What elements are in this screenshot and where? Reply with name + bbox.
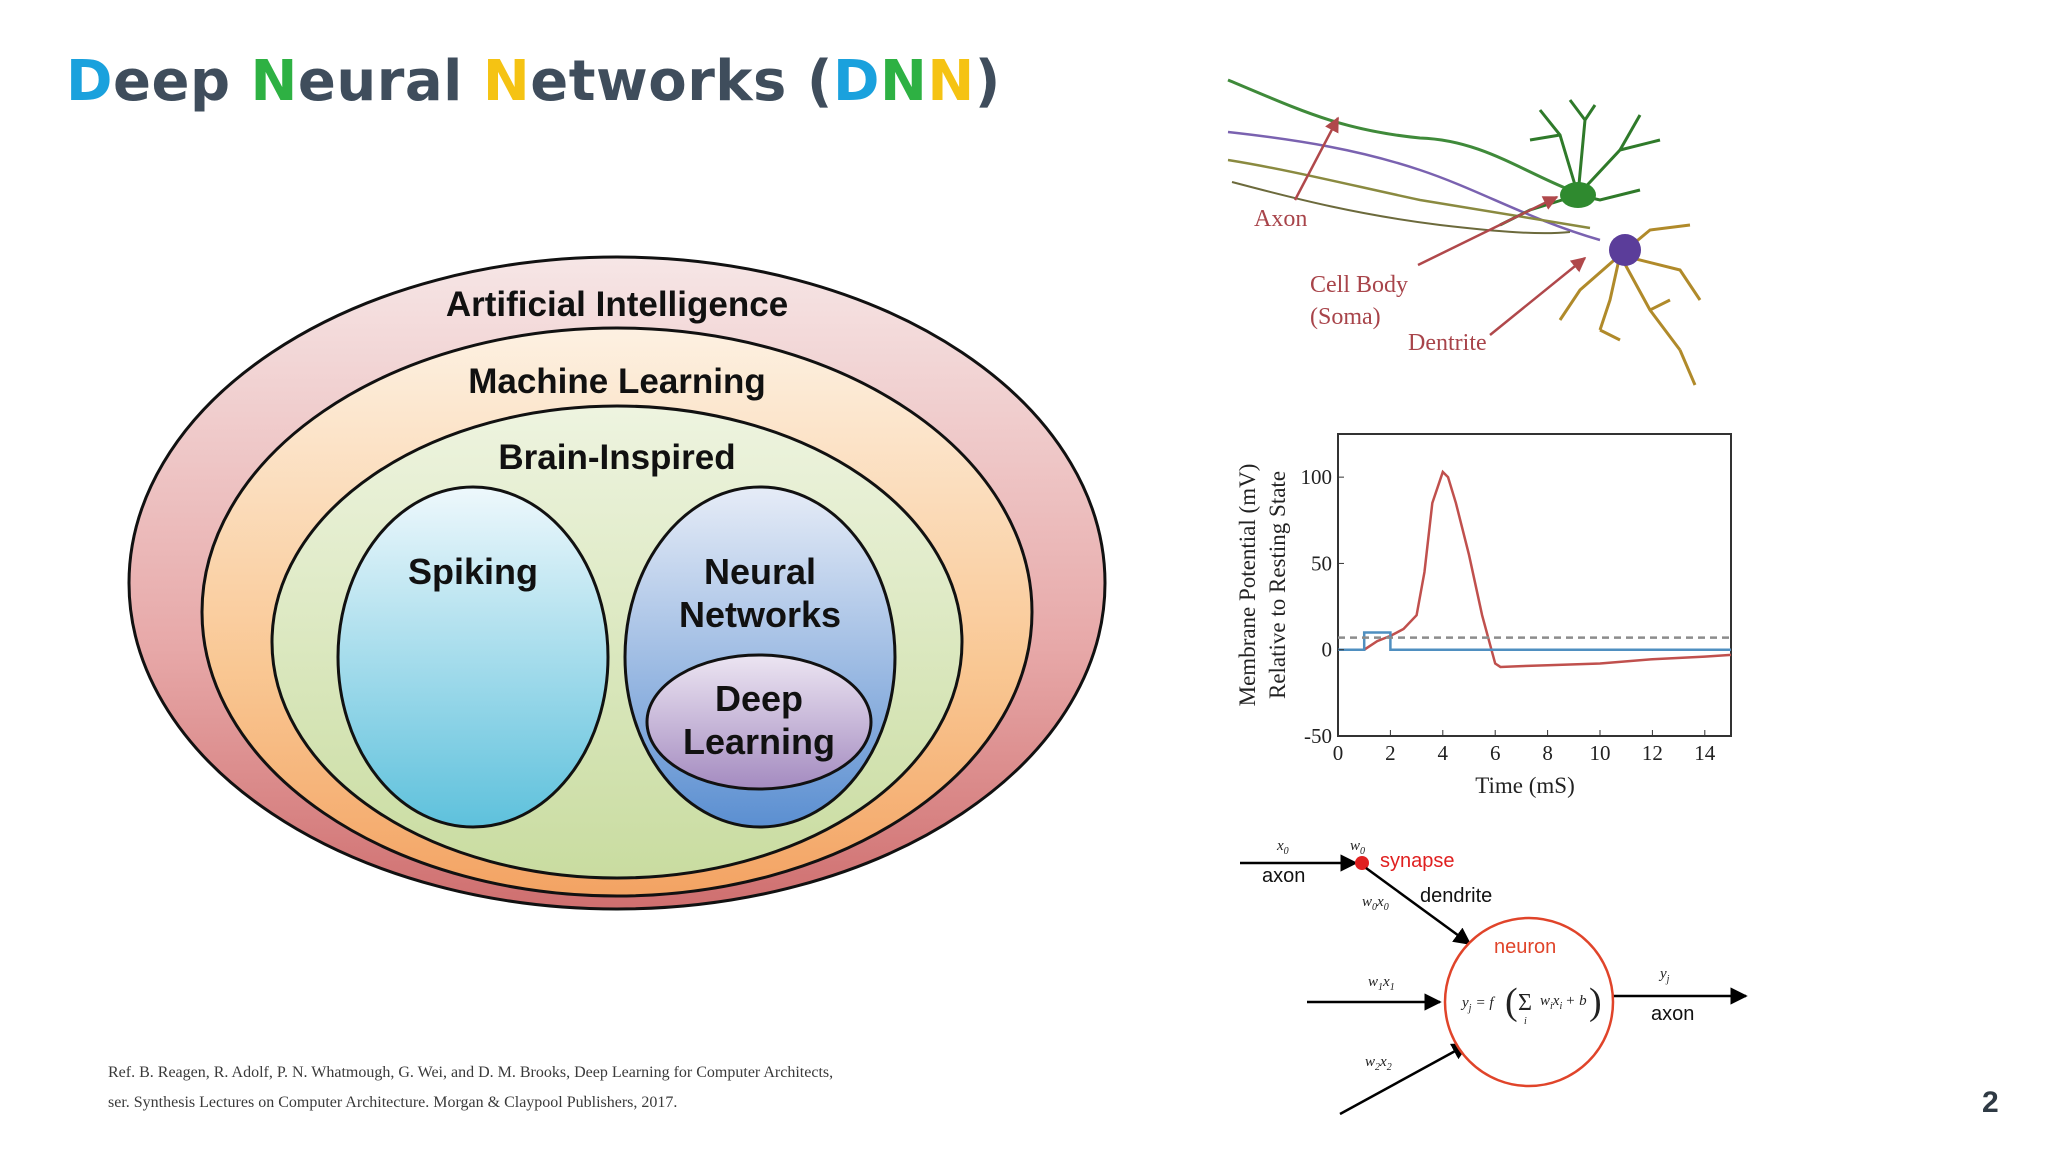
chart-series-group <box>1338 469 1732 669</box>
svg-text:wixi+ b: wixi+ b <box>1540 993 1587 1012</box>
brain-inspired-label: Brain-Inspired <box>498 438 735 477</box>
spiking-ellipse <box>336 485 610 829</box>
neuron-body-circle <box>1443 916 1615 1088</box>
deep-learning-label-line1: Deep <box>715 678 803 719</box>
dendrite-label-model: dendrite <box>1420 885 1492 907</box>
cell-body-label-line1: Cell Body <box>1310 272 1408 298</box>
title-word-eural: eural <box>297 49 483 114</box>
w1x1-label: w1x1 <box>1368 974 1395 993</box>
title-acronym-n2: N <box>927 49 975 114</box>
synapse-label: synapse <box>1380 850 1455 872</box>
title-close-paren: ) <box>974 49 1001 114</box>
activation-formula: yj= f ( Σ i wixi+ b ) <box>1460 981 1602 1027</box>
reference-line-2: ser. Synthesis Lectures on Computer Arch… <box>108 1094 678 1111</box>
chart-ytick-label-1: 50 <box>1311 551 1332 575</box>
artificial-neuron-model: x0 w0 w0x0 w1x1 w2x2 yj axon synapse den… <box>1240 838 1748 1116</box>
chart-ylabel-line2: Relative to Resting State <box>1265 471 1290 699</box>
dendrite-label: Dentrite <box>1408 330 1487 356</box>
chart-plot-frame <box>1337 433 1732 737</box>
chart-series-0 <box>1338 469 1732 669</box>
title-word-eep: eep <box>112 49 251 114</box>
formula-paren-left: ( <box>1505 981 1518 1023</box>
ai-venn-diagram: Artificial Intelligence Machine Learning… <box>127 255 1107 911</box>
biological-neuron-image: Axon Cell Body (Soma) Dentrite <box>1227 78 1702 386</box>
reference-citation: Ref. B. Reagen, R. Adolf, P. N. Whatmoug… <box>108 1058 833 1118</box>
axon-fiber-dark <box>1231 181 1571 235</box>
dendrite-pointer <box>1489 257 1587 336</box>
axon-fiber-green <box>1227 78 1571 192</box>
green-soma <box>1560 182 1596 208</box>
neural-networks-label-line2: Networks <box>679 594 841 635</box>
title-letter-d: D <box>66 49 113 114</box>
title-word-etworks: etworks ( <box>530 49 833 114</box>
chart-xtick-label-4: 8 <box>1542 741 1553 765</box>
chart-xtick-label-1: 2 <box>1385 741 1396 765</box>
w2x2-label: w2x2 <box>1365 1054 1392 1073</box>
yj-output-label: yj <box>1658 966 1670 985</box>
neuron-label: neuron <box>1494 936 1556 958</box>
chart-ylabel-line1: Membrane Potential (mV) <box>1235 464 1260 707</box>
purple-soma <box>1609 234 1641 266</box>
ai-label: Artificial Intelligence <box>446 285 788 324</box>
title-acronym-n1: N <box>879 49 928 114</box>
title-letter-n1: N <box>250 49 298 114</box>
synapse-dot <box>1355 856 1369 870</box>
chart-xtick-label-2: 4 <box>1438 741 1449 765</box>
w0x0-label: w0x0 <box>1362 894 1389 913</box>
chart-xtick-label-6: 12 <box>1642 741 1663 765</box>
chart-ytick-label-2: 0 <box>1322 638 1333 662</box>
page-number: 2 <box>1982 1086 1999 1119</box>
formula-sum: Σ <box>1518 990 1532 1016</box>
spiking-label: Spiking <box>408 551 538 592</box>
output-axon-label: axon <box>1651 1003 1694 1025</box>
ml-label: Machine Learning <box>468 362 766 401</box>
input-2-arrow <box>1339 1042 1470 1116</box>
chart-ytick-label-0: 100 <box>1301 465 1333 489</box>
title-acronym-d: D <box>832 49 880 114</box>
slide-title: Deep Neural Networks (DNN) <box>66 44 1001 120</box>
formula-index: i <box>1524 1016 1527 1027</box>
axon-pointer <box>1293 116 1340 201</box>
w0-label: w0 <box>1350 838 1365 857</box>
deep-learning-ellipse <box>645 653 873 791</box>
chart-xlabel: Time (mS) <box>1475 773 1574 798</box>
neural-networks-label-line1: Neural <box>704 551 816 592</box>
cell-body-label-line2: (Soma) <box>1310 304 1381 330</box>
chart-xtick-label-3: 6 <box>1490 741 1501 765</box>
chart-xtick-label-5: 10 <box>1590 741 1611 765</box>
reference-line-1: Ref. B. Reagen, R. Adolf, P. N. Whatmoug… <box>108 1064 834 1081</box>
chart-xtick-label-7: 14 <box>1694 741 1716 765</box>
chart-series-1 <box>1338 631 1731 651</box>
input-axon-label: axon <box>1262 865 1305 887</box>
axon-label: Axon <box>1254 206 1307 232</box>
axon-fiber-olive <box>1227 158 1591 230</box>
dendrite-arrow <box>1365 866 1472 946</box>
chart-xtick-label-0: 0 <box>1333 741 1344 765</box>
x0-label: x0 <box>1276 838 1289 857</box>
title-letter-n2: N <box>482 49 531 114</box>
cell-body-pointer <box>1417 195 1559 267</box>
formula-paren-right: ) <box>1589 981 1602 1023</box>
svg-text:yj= f: yj= f <box>1460 995 1495 1014</box>
chart-ytick-label-3: -50 <box>1304 724 1332 748</box>
deep-learning-label-line2: Learning <box>683 721 835 762</box>
